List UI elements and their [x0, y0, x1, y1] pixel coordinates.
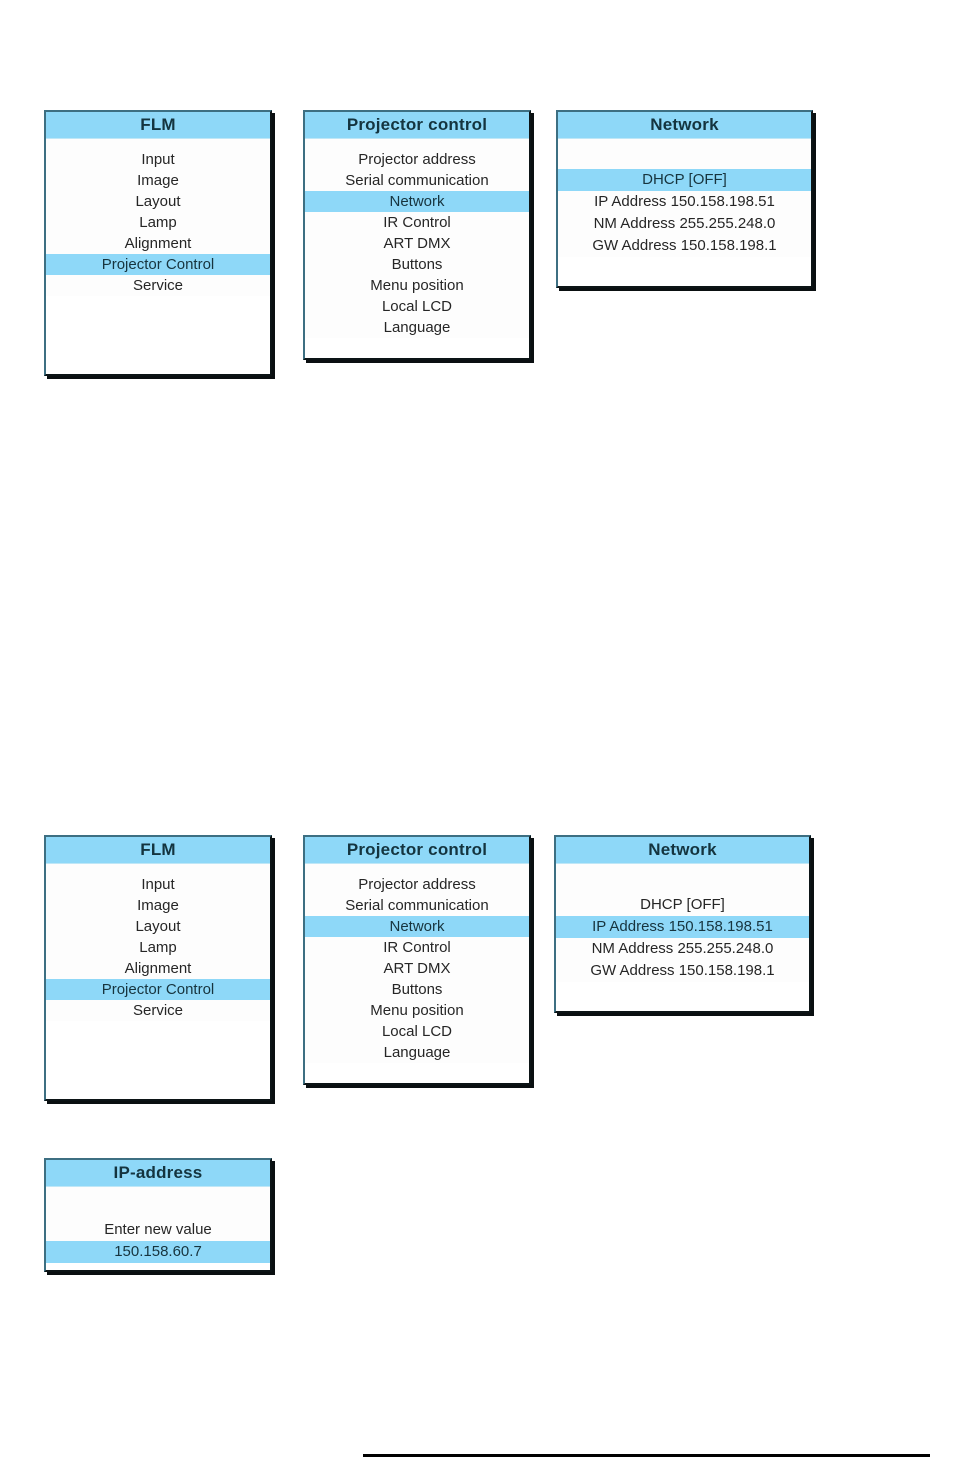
menu-item[interactable]: NM Address 255.255.248.0 [593, 215, 776, 232]
menu-item[interactable]: Enter new value [104, 1221, 212, 1238]
menu-item[interactable]: Projector address [358, 151, 476, 168]
menu-item[interactable]: Buttons [391, 256, 443, 273]
menu-item[interactable]: Image [137, 897, 179, 914]
menu-spacer-row [46, 1197, 270, 1219]
panel-title: Projector control [305, 837, 529, 864]
menu-item-selected[interactable]: Projector Control [46, 254, 270, 275]
menu-item[interactable]: Menu position [370, 277, 464, 294]
menu-item[interactable]: Input [141, 876, 175, 893]
panel-title: Network [556, 837, 809, 864]
panel-body: DHCP [OFF] IP Address 150.158.198.51 NM Ad… [556, 864, 809, 982]
menu-item[interactable]: Buttons [391, 981, 443, 998]
menu-item[interactable]: Service [132, 1002, 184, 1019]
menu-item[interactable]: Local LCD [381, 298, 453, 315]
menu-item[interactable]: GW Address 150.158.198.1 [590, 962, 775, 979]
menu-item[interactable]: Input [141, 151, 175, 168]
menu-item[interactable]: Local LCD [381, 1023, 453, 1040]
menu-item-selected[interactable]: Network [305, 191, 529, 212]
panel-title: Projector control [305, 112, 529, 139]
menu-item[interactable]: GW Address 150.158.198.1 [592, 237, 777, 254]
menu-item[interactable]: Layout [135, 918, 181, 935]
footer-divider-rule [363, 1454, 930, 1457]
panel-body: Enter new value 150.158.60.7 [46, 1187, 270, 1263]
menu-item[interactable]: Image [137, 172, 179, 189]
menu-item[interactable]: Layout [135, 193, 181, 210]
menu-item[interactable]: ART DMX [383, 960, 451, 977]
panel-title: Network [558, 112, 811, 139]
menu-item-selected[interactable]: Network [305, 916, 529, 937]
menu-item[interactable]: Menu position [370, 1002, 464, 1019]
menu-item[interactable]: IP Address 150.158.198.51 [594, 193, 775, 210]
menu-item[interactable]: Alignment [124, 960, 192, 977]
menu-item[interactable]: Language [383, 1044, 451, 1061]
menu-item[interactable]: Alignment [124, 235, 192, 252]
menu-item[interactable]: NM Address 255.255.248.0 [591, 940, 774, 957]
panel-title: IP-address [46, 1160, 270, 1187]
panel-body: DHCP [OFF] IP Address 150.158.198.51 NM Ad… [558, 139, 811, 257]
menu-item[interactable]: IR Control [383, 214, 451, 231]
menu-item[interactable]: Lamp [139, 939, 177, 956]
menu-item[interactable]: Lamp [139, 214, 177, 231]
menu-item-selected[interactable]: IP Address 150.158.198.51 [556, 916, 809, 938]
menu-item[interactable]: Serial communication [345, 172, 489, 189]
menu-item[interactable]: Projector address [358, 876, 476, 893]
menu-item[interactable]: DHCP [OFF] [640, 896, 725, 913]
menu-item-selected[interactable]: DHCP [OFF] [558, 169, 811, 191]
panel-title: FLM [46, 112, 270, 139]
menu-item[interactable]: Serial communication [345, 897, 489, 914]
menu-spacer-row [558, 147, 811, 169]
menu-item-selected[interactable]: Projector Control [46, 979, 270, 1000]
menu-item-selected[interactable]: 150.158.60.7 [46, 1241, 270, 1263]
menu-item[interactable]: ART DMX [383, 235, 451, 252]
menu-item[interactable]: Service [132, 277, 184, 294]
panel-title: FLM [46, 837, 270, 864]
menu-spacer-row [556, 872, 809, 894]
menu-item[interactable]: IR Control [383, 939, 451, 956]
menu-item[interactable]: Language [383, 319, 451, 336]
